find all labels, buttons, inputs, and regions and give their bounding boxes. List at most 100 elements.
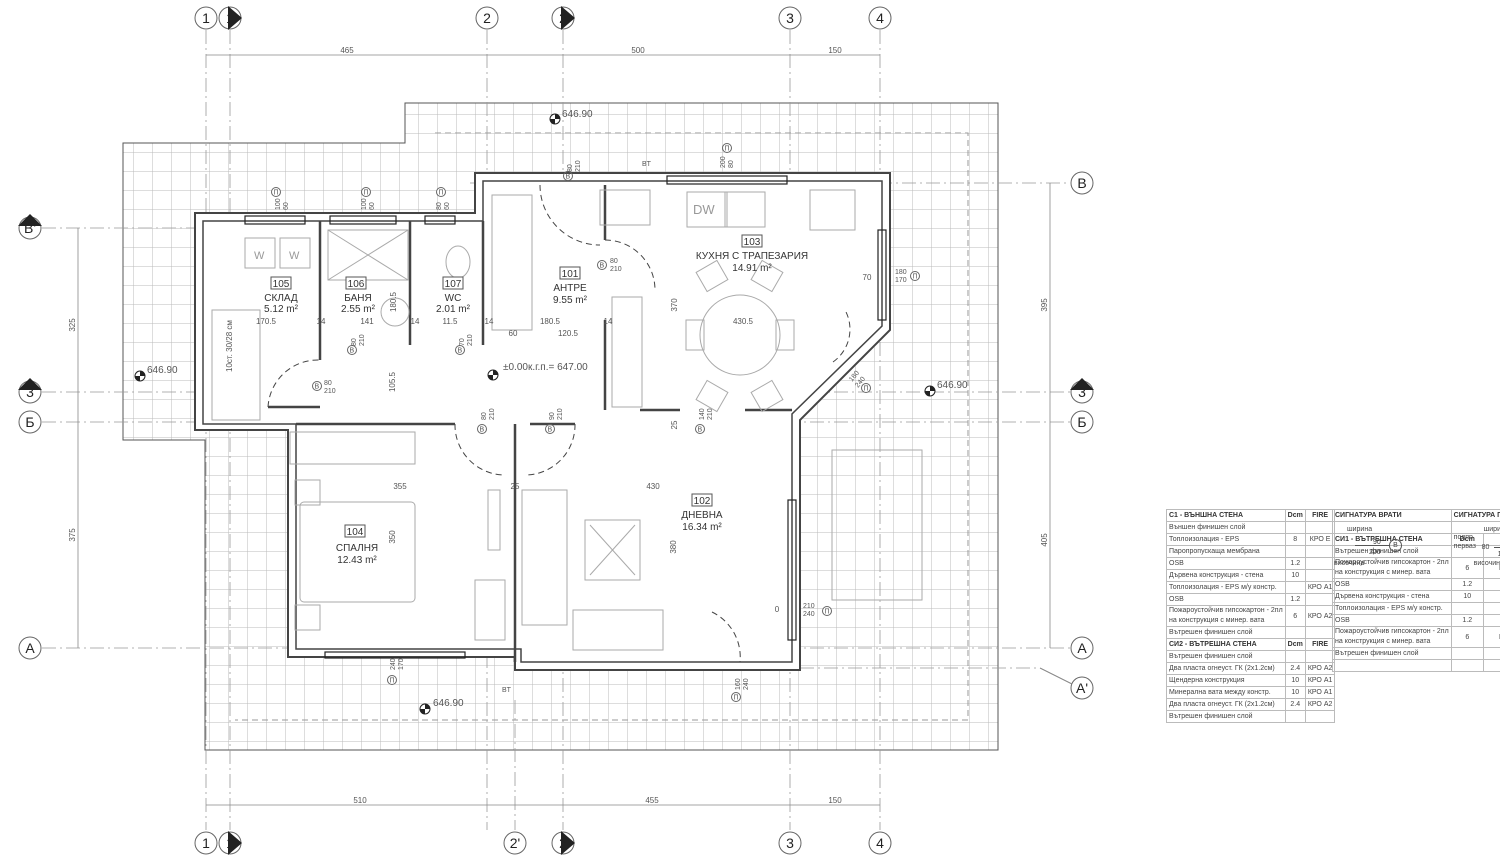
- legend-fire-class: [1304, 521, 1336, 534]
- plan-label: 1: [226, 835, 234, 851]
- plan-label: 180: [895, 269, 907, 276]
- plan-label: 180.5: [540, 317, 561, 326]
- legend-thickness: 2.4: [1284, 662, 1306, 675]
- plan-label: 405: [1040, 533, 1049, 547]
- washer-label: W: [254, 250, 265, 262]
- plan-label: 646.90: [937, 380, 968, 391]
- plan-label: 3: [786, 10, 794, 26]
- legend-fire-class: [1304, 545, 1336, 558]
- plan-label: П: [364, 190, 369, 197]
- legend-thickness: [1450, 602, 1484, 615]
- legend-fire-class: [1304, 557, 1336, 570]
- plan-label: 355: [393, 482, 407, 491]
- plan-label: 2: [559, 835, 567, 851]
- legend-section-title: СИ2 - ВЪТРЕШНА СТЕНА: [1166, 638, 1286, 651]
- plan-label: 14: [411, 317, 420, 326]
- plan-label: 107: [445, 279, 462, 290]
- plan-label: 80: [351, 338, 358, 346]
- plan-label: 80: [436, 202, 443, 210]
- legend-layer-name: Вътрешен финишен слой: [1335, 650, 1419, 657]
- plan-label: 3: [26, 384, 34, 400]
- legend-row: Вътрешен финишен слой: [1332, 647, 1500, 660]
- plan-group: [18, 6, 1094, 855]
- grid-bubbles: 1 1 2 2 3 4 1 1 2' 2 3 4 В' 3 Б А В 3 Б …: [18, 6, 1094, 855]
- legend-layer-name: Вътрешен финишен слой: [1169, 653, 1253, 660]
- legend-section-title: С1 - ВЪНШНА СТЕНА: [1166, 509, 1286, 522]
- elevation-markers: 646.90 646.90 646.90 646.90 ±0.00к.г.п.=…: [134, 109, 968, 715]
- plan-label: П: [725, 146, 730, 153]
- plan-label: 170: [895, 277, 907, 284]
- plan-label: Б: [1077, 414, 1086, 430]
- plan-label: В: [480, 427, 485, 434]
- legend-thickness: 1.2: [1284, 593, 1306, 606]
- legend-layer-name: Дървена конструкция - стена: [1169, 572, 1264, 579]
- plan-label: 4: [876, 835, 884, 851]
- legend-layer-name: Паропропускаща мембрана: [1169, 548, 1260, 555]
- legend-layer-name: OSB: [1335, 581, 1350, 588]
- plan-label: В: [566, 174, 571, 181]
- plan-label: 370: [670, 298, 679, 312]
- plan-label: АНТРЕ: [553, 283, 587, 294]
- plan-label: 25: [511, 482, 520, 491]
- legend-layer-name: Външен финишен слой: [1169, 524, 1246, 531]
- legend-fire-header: FIRE: [1304, 638, 1336, 651]
- plan-label: 500: [631, 46, 645, 55]
- legend-layer-name: Пожароустойчив гипсокартон - 2пл: [1169, 607, 1283, 614]
- plan-label: 4: [876, 10, 884, 26]
- plan-label: 14: [317, 317, 326, 326]
- plan-label: 325: [68, 318, 77, 332]
- legend-layer-name-2: на конструкция с минер. вата: [1335, 569, 1431, 576]
- legend-fire-class: КРО А2: [1304, 662, 1336, 675]
- legend-thickness: 10: [1284, 569, 1306, 582]
- plan-label: 70: [863, 273, 872, 282]
- plan-label: 150: [828, 796, 842, 805]
- plan-label: П: [734, 695, 739, 702]
- plan-label: 80: [567, 164, 574, 172]
- plan-label: 80: [481, 412, 488, 420]
- plan-label: А': [1076, 680, 1088, 696]
- plan-label: 5.12 m²: [264, 304, 299, 315]
- plan-label: 14: [485, 317, 494, 326]
- legend-layer-name: Вътрешен финишен слой: [1169, 629, 1253, 636]
- plan-label: 1: [202, 10, 210, 26]
- legend-thickness: [1284, 710, 1306, 723]
- plan-label: 210: [489, 408, 496, 420]
- legend-fire-class: [1482, 614, 1500, 627]
- legend-fire-class: КРО А1: [1304, 686, 1336, 699]
- plan-label: 510: [353, 796, 367, 805]
- legend-row: Вътрешен финишен слой: [1166, 710, 1336, 723]
- plan-label: П: [913, 274, 918, 281]
- plan-label: 1: [226, 10, 234, 26]
- legend-layer-name: Топлоизолация - EPS м/у констр.: [1169, 584, 1277, 591]
- plan-label: 80: [610, 258, 618, 265]
- legend-layer-name: Два пласта огнеуст. ГК (2х1.2см): [1169, 701, 1275, 708]
- plan-label: 646.90: [433, 698, 464, 709]
- plan-label: В': [24, 220, 36, 236]
- plan-label: 70: [459, 338, 466, 346]
- legend-thickness: 10: [1450, 590, 1484, 603]
- legend-fire-header: FIRE: [1304, 509, 1336, 522]
- legend-fire-class: [1304, 569, 1336, 582]
- plan-group: [267, 184, 851, 663]
- legend-row: Топлоизолация - EPS м/у констр.КРО А1: [1166, 581, 1336, 594]
- legend-fire-class: КРО Е: [1304, 533, 1336, 546]
- plan-label: 60: [509, 329, 518, 338]
